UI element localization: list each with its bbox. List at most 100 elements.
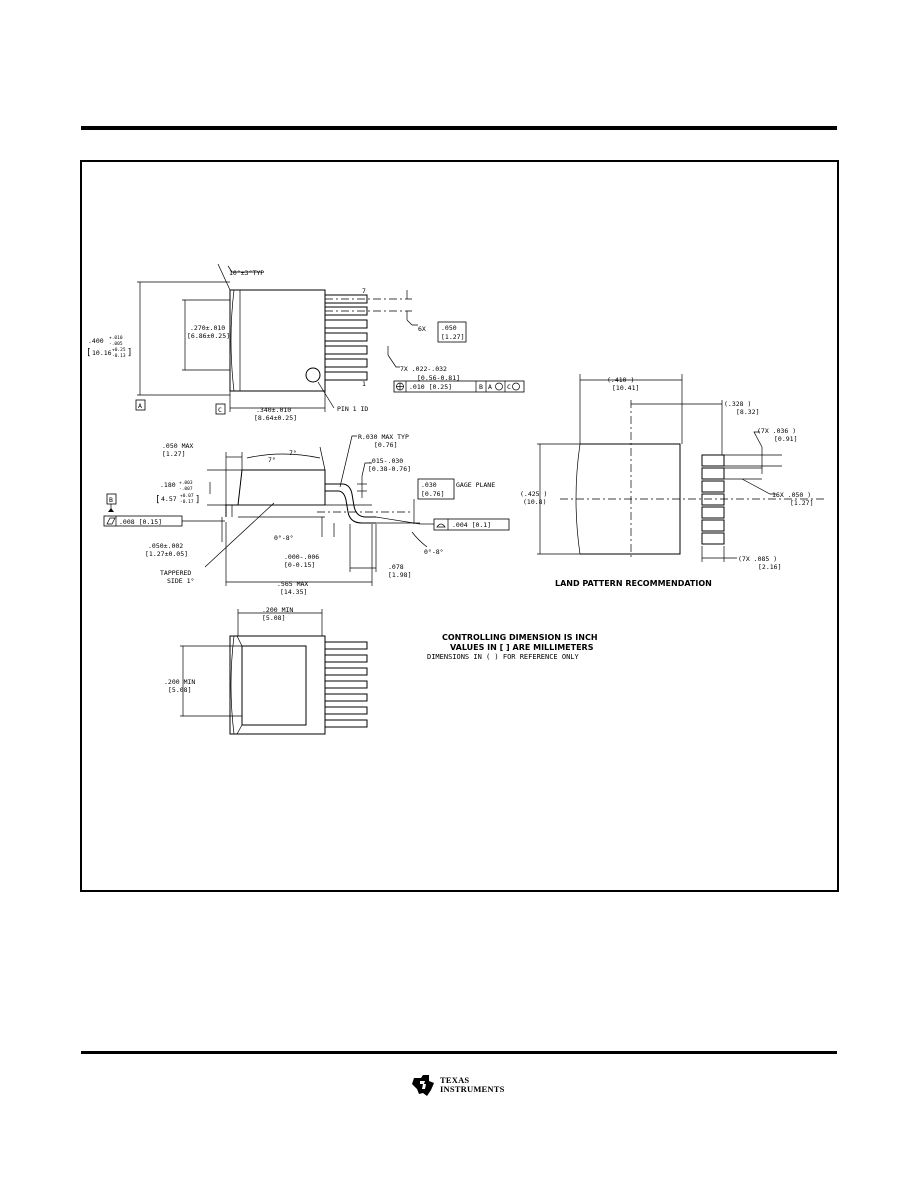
company-logo: TEXAS INSTRUMENTS bbox=[410, 1072, 520, 1098]
land-pattern-view: (.410 ) [10.41] (.328 ) [8.32] (7X .036 … bbox=[520, 374, 827, 588]
svg-text:B: B bbox=[479, 383, 483, 391]
pitch-mm: [1.27] bbox=[441, 333, 464, 341]
gullwing-lead-lower bbox=[325, 490, 376, 524]
radius-mm: [0.76] bbox=[374, 441, 397, 449]
bottom-height-mm: [5.08] bbox=[168, 686, 191, 694]
tolerance-value: .010 [0.25] bbox=[409, 383, 452, 391]
gage-mm: [0.76] bbox=[421, 490, 444, 498]
coplanarity-frame bbox=[433, 518, 510, 531]
land-body-height: (.425 ) bbox=[520, 490, 547, 498]
body-taper-edge bbox=[230, 289, 235, 392]
side-view: .050 MAX [1.27] 7° 7° R.030 MAX TYP [0.7… bbox=[103, 433, 510, 596]
side-height-inch: .180 bbox=[160, 481, 176, 489]
lead-width-mm: [0.56-0.81] bbox=[417, 374, 460, 382]
top-height-tol-plus: +.010 bbox=[109, 335, 123, 341]
package-body-outline bbox=[229, 289, 326, 392]
pitch-count-label: 6X bbox=[418, 325, 426, 333]
datum-c-label: C bbox=[218, 406, 222, 414]
foot-mm: [0-0.15] bbox=[284, 561, 315, 569]
pitch-inch: .050 bbox=[441, 324, 457, 332]
pin1-marker-circle bbox=[305, 367, 321, 383]
overall-inch: .565 MAX bbox=[277, 580, 308, 588]
datum-b-box bbox=[106, 493, 117, 505]
tip-inch: .078 bbox=[388, 563, 404, 571]
drawing-notes: CONTROLLING DIMENSION IS INCH VALUES IN … bbox=[427, 633, 598, 661]
bottom-view: .200 MIN [5.08] .200 MIN [5.08] bbox=[164, 606, 368, 735]
svg-text:]: ] bbox=[127, 348, 132, 358]
top-height-mm-tol-minus: -0.13 bbox=[112, 353, 126, 359]
land-pitch-label: 16X .050 ) bbox=[772, 491, 811, 499]
coplanarity-value: .004 [0.1] bbox=[452, 521, 491, 529]
top-height-mm-tol-plus: +0.25 bbox=[112, 347, 126, 353]
pitch-basic-box bbox=[437, 321, 467, 343]
land-body-height-mm: (10.8) bbox=[523, 498, 546, 506]
top-height-inch: .400 bbox=[88, 337, 104, 345]
svg-text:[: [ bbox=[155, 495, 160, 505]
side-angle-right: 7° bbox=[289, 449, 297, 457]
angle-range-right: 0°-8° bbox=[424, 548, 444, 556]
side-height-tol-minus: -.007 bbox=[179, 486, 193, 492]
gage-basic-box bbox=[417, 478, 455, 500]
lead-thickness-mm: [0.38-0.76] bbox=[368, 465, 411, 473]
bottom-height-inch: .200 MIN bbox=[164, 678, 195, 686]
pad-width-mm: [2.16] bbox=[758, 563, 781, 571]
lead-width-label: 7X .022-.032 bbox=[400, 365, 447, 373]
land-width-mm: [10.41] bbox=[612, 384, 639, 392]
svg-text:A: A bbox=[488, 383, 492, 391]
datum-a-box bbox=[135, 399, 146, 411]
standoff-mm: [1.27±0.05] bbox=[145, 550, 188, 558]
svg-text:]: ] bbox=[195, 495, 200, 505]
top-view: 7 1 6X .050 [1.27] 7X .022-.032 [0.56-0.… bbox=[86, 263, 525, 422]
body-length-inch: .340±.010 bbox=[256, 406, 291, 414]
standoff-inch: .050±.002 bbox=[148, 542, 183, 550]
position-tolerance-frame: .010 [0.25] B A C bbox=[393, 380, 525, 393]
note-reference-only: DIMENSIONS IN ( ) FOR REFERENCE ONLY bbox=[427, 653, 580, 661]
inner-height-inch: .270±.010 bbox=[190, 324, 225, 332]
land-pitch-mm: [1.27] bbox=[790, 499, 813, 507]
side-height-mm-tol-plus: +0.07 bbox=[180, 493, 194, 499]
mechanical-drawing: 7 1 6X .050 [1.27] 7X .022-.032 [0.56-0.… bbox=[86, 263, 827, 735]
note-millimeters: VALUES IN [ ] ARE MILLIMETERS bbox=[450, 643, 594, 652]
land-width-inch: (.410 ) bbox=[607, 376, 634, 384]
foot-inch: .000-.006 bbox=[284, 553, 319, 561]
pad-span-mm: [8.32] bbox=[736, 408, 759, 416]
logo-line-texas: TEXAS bbox=[440, 1075, 470, 1085]
ti-logo-icon bbox=[412, 1075, 434, 1096]
land-pads bbox=[701, 454, 725, 545]
svg-text:[: [ bbox=[86, 348, 91, 358]
inner-height-mm: [6.86±0.25] bbox=[187, 332, 230, 340]
gage-inch: .030 bbox=[421, 481, 437, 489]
header-rule bbox=[81, 126, 837, 130]
bottom-width-inch: .200 MIN bbox=[262, 606, 293, 614]
exposed-pad bbox=[241, 645, 307, 726]
datum-b-label: B bbox=[109, 496, 113, 504]
pin-1-label: 1 bbox=[362, 380, 366, 388]
note-controlling-dimension: CONTROLLING DIMENSION IS INCH bbox=[442, 633, 598, 642]
drawing-frame: 7 1 6X .050 [1.27] 7X .022-.032 [0.56-0.… bbox=[80, 160, 839, 892]
overall-mm: [14.35] bbox=[280, 588, 307, 596]
side-height-mm-tol-minus: -0.17 bbox=[180, 499, 194, 505]
tapered-side-label: SIDE 1° bbox=[167, 577, 194, 585]
top-height-tol-minus: -.005 bbox=[109, 341, 123, 347]
pad-length-label: (7X .036 ) bbox=[757, 427, 796, 435]
pad-width-label: (7X .085 ) bbox=[738, 555, 777, 563]
lead-thickness-inch: .015-.030 bbox=[368, 457, 403, 465]
bottom-width-mm: [5.08] bbox=[262, 614, 285, 622]
side-max-mm: [1.27] bbox=[162, 450, 185, 458]
side-angle-left: 7° bbox=[268, 456, 276, 464]
pad-span-inch: (.328 ) bbox=[724, 400, 751, 408]
datum-c-box bbox=[215, 403, 226, 415]
top-height-mm: 10.16 bbox=[92, 349, 112, 357]
top-angle-label: 10°±3°TYP bbox=[229, 269, 264, 277]
bottom-view-leads bbox=[324, 641, 368, 728]
side-max-inch: .050 MAX bbox=[162, 442, 193, 450]
top-view-leads bbox=[324, 294, 368, 381]
logo-wordmark: TEXAS INSTRUMENTS bbox=[440, 1076, 505, 1094]
land-pattern-title: LAND PATTERN RECOMMENDATION bbox=[555, 579, 712, 588]
footer-rule bbox=[81, 1051, 837, 1054]
side-body-outline bbox=[225, 469, 326, 517]
side-height-tol-plus: +.003 bbox=[179, 480, 193, 486]
tapered-label: TAPPERED bbox=[160, 569, 191, 577]
logo-line-instruments: INSTRUMENTS bbox=[440, 1084, 505, 1094]
tip-mm: [1.98] bbox=[388, 571, 411, 579]
